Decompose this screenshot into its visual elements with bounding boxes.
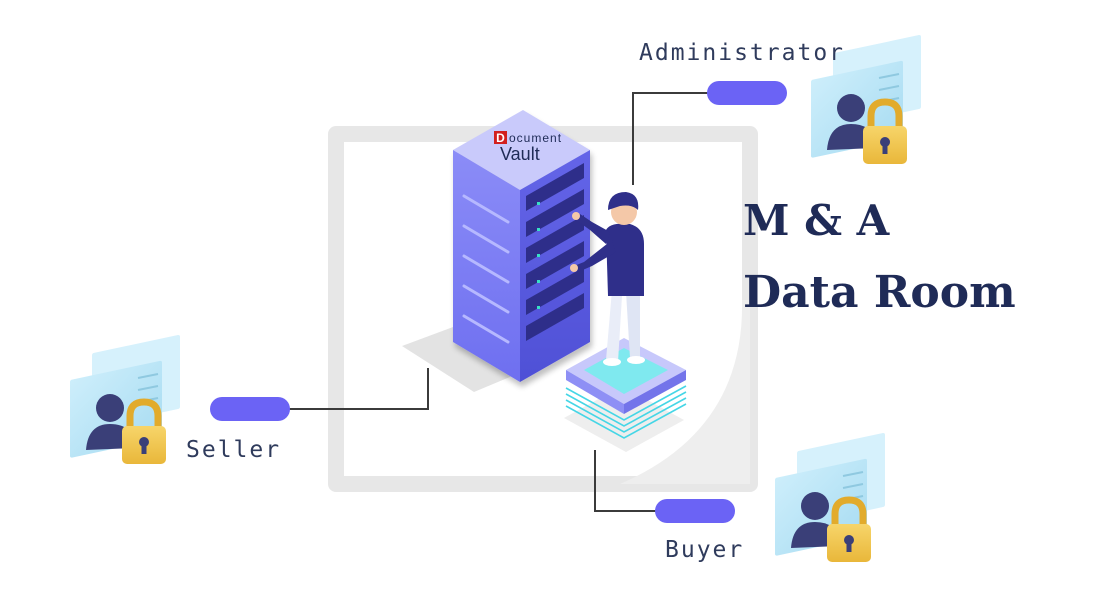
buyer-label: Buyer [665,537,744,563]
admin-connector [632,92,712,185]
buyer-user-lock-icon [775,433,885,562]
brand-initial: D [496,131,505,145]
server-rack-icon [453,110,590,382]
frame-swoosh [620,300,750,484]
seller-connector [286,368,429,410]
document-vault-logo: D ocument Vault [494,131,562,164]
administrator-pill [707,81,787,105]
headline-line-1: M & A [743,196,891,245]
headline-line-2: Data Room [743,267,1016,318]
administrator-label: Administrator [639,40,845,66]
brand-word: ocument [509,131,562,145]
seller-label: Seller [186,437,281,463]
buyer-connector [594,450,657,512]
seller-user-lock-icon [70,335,180,464]
brand-vault: Vault [500,144,540,164]
connector-lines [286,92,712,512]
seller-pill [210,397,290,421]
hologram-platform [564,338,687,452]
buyer-pill [655,499,735,523]
person-figure-icon [570,192,645,366]
